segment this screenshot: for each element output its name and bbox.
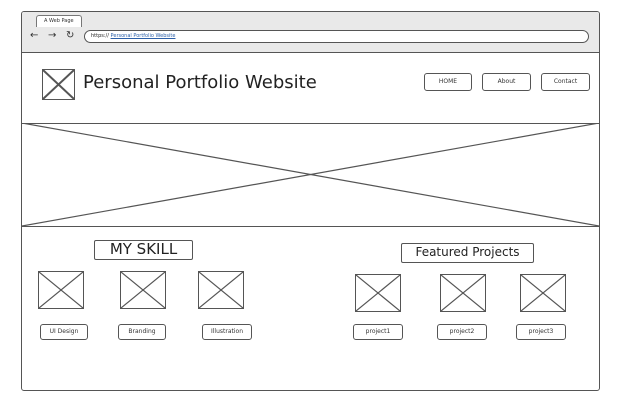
url-link[interactable]: Personal Portfolio Website xyxy=(110,33,176,39)
browser-chrome: A Web Page ← → ↻ https:// Personal Portf… xyxy=(22,12,599,53)
skills-title: MY SKILL xyxy=(94,240,193,260)
browser-tab[interactable]: A Web Page xyxy=(36,15,82,27)
project-image-placeholder-icon xyxy=(440,274,486,312)
logo-image-placeholder-icon xyxy=(42,69,75,100)
skill-illustration-button[interactable]: Illustration xyxy=(202,324,252,340)
site-header: Personal Portfolio Website HOME About Co… xyxy=(22,52,599,124)
back-icon[interactable]: ← xyxy=(30,30,39,41)
address-bar[interactable]: https:// Personal Portfolio Website xyxy=(84,30,589,43)
skill-image-placeholder-icon xyxy=(198,271,244,309)
skill-ui-design-button[interactable]: UI Design xyxy=(40,324,88,340)
project3-button[interactable]: project3 xyxy=(516,324,566,340)
projects-title: Featured Projects xyxy=(401,243,534,263)
skill-branding-button[interactable]: Branding xyxy=(118,324,166,340)
skill-image-placeholder-icon xyxy=(120,271,166,309)
url-prefix: https:// xyxy=(91,33,109,39)
browser-window: A Web Page ← → ↻ https:// Personal Portf… xyxy=(21,11,600,391)
project-image-placeholder-icon xyxy=(520,274,566,312)
site-title: Personal Portfolio Website xyxy=(83,72,317,93)
reload-icon[interactable]: ↻ xyxy=(66,30,75,41)
project2-button[interactable]: project2 xyxy=(437,324,487,340)
tab-title: A Web Page xyxy=(44,18,74,24)
project1-button[interactable]: project1 xyxy=(353,324,403,340)
project-image-placeholder-icon xyxy=(355,274,401,312)
contact-button[interactable]: Contact xyxy=(541,73,590,91)
forward-icon[interactable]: → xyxy=(48,30,57,41)
home-button[interactable]: HOME xyxy=(424,73,472,91)
hero-banner-image-placeholder-icon xyxy=(22,123,599,227)
about-button[interactable]: About xyxy=(482,73,531,91)
skill-image-placeholder-icon xyxy=(38,271,84,309)
